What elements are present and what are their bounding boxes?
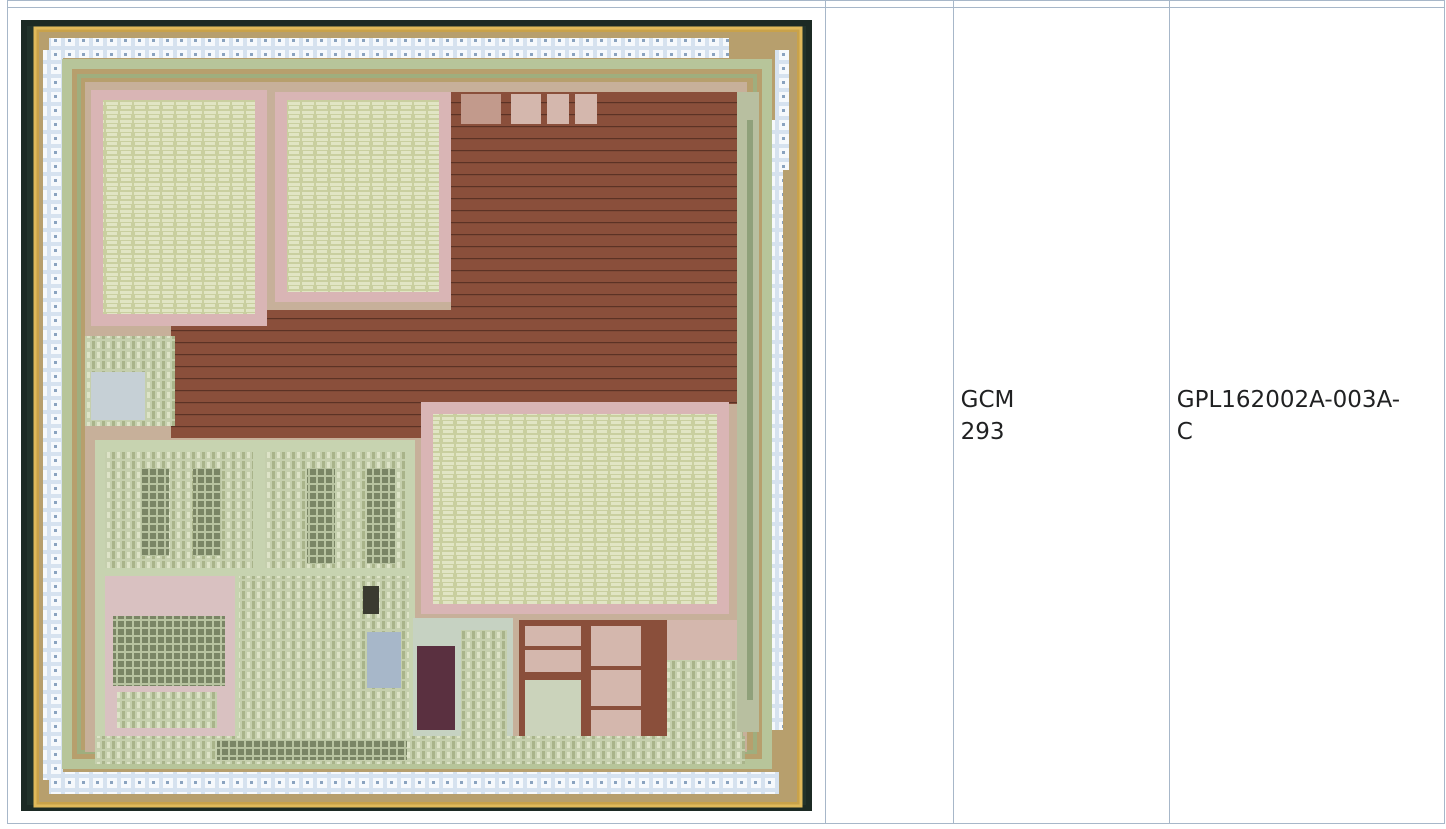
table-row: GCM 293 GPL162002A-003A- C (7, 7, 1446, 824)
package-marking-cell: GCM 293 (952, 7, 1170, 824)
top-cell-1 (7, 0, 826, 8)
top-cell-4 (1168, 0, 1446, 8)
chip-table: GCM 293 GPL162002A-003A- C (7, 0, 1446, 824)
die-marking-line-2: C (1176, 418, 1193, 445)
die-photo[interactable] (21, 20, 812, 811)
die-image-cell (7, 7, 826, 824)
die-marking-line-1: GPL162002A-003A- (1176, 386, 1401, 413)
previous-row-edge (7, 0, 1446, 8)
package-marking-line-1: GCM (960, 386, 1015, 413)
empty-cell (824, 7, 954, 824)
die-marking-cell: GPL162002A-003A- C (1168, 7, 1446, 824)
top-cell-3 (952, 0, 1170, 8)
chip-table-grid: GCM 293 GPL162002A-003A- C (7, 0, 1446, 824)
top-cell-2 (824, 0, 954, 8)
package-marking-line-2: 293 (960, 418, 1005, 445)
